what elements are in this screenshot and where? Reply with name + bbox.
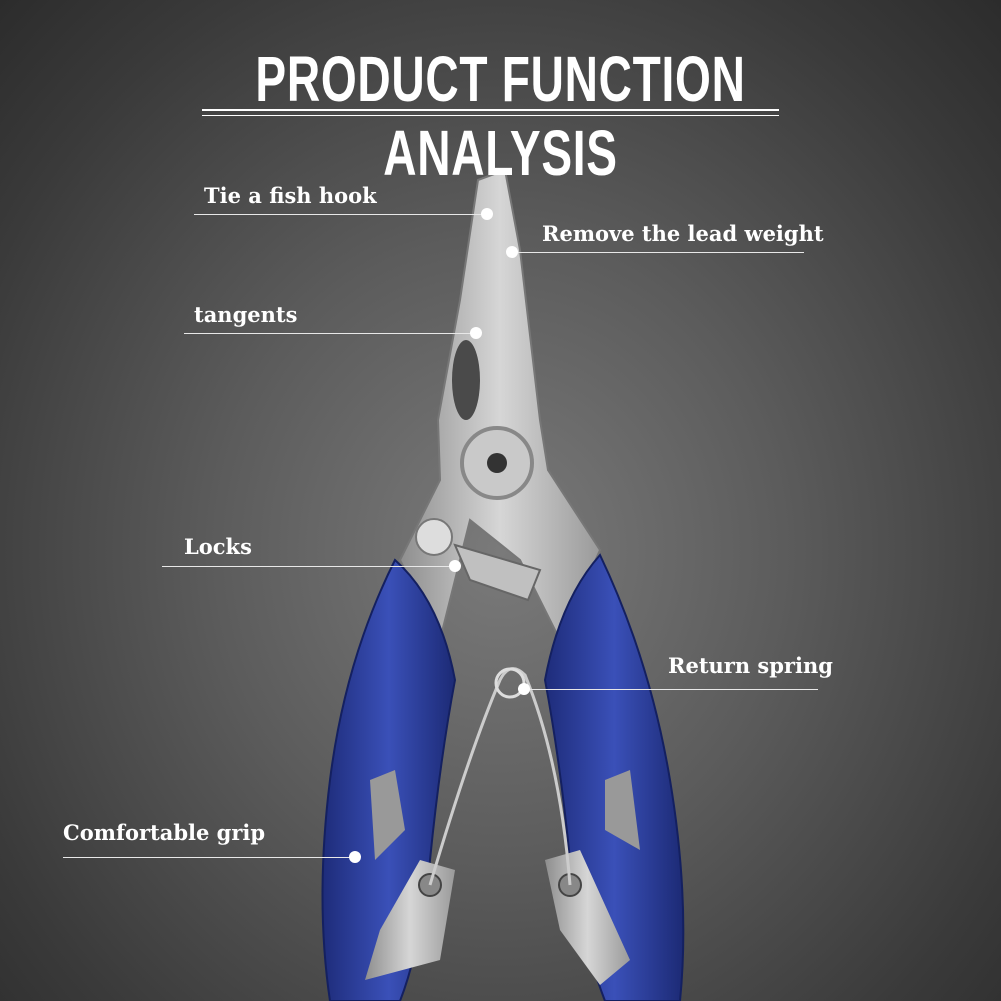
callout-dot (449, 560, 461, 572)
callout-line (524, 689, 818, 690)
callout-comfortable-grip: Comfortable grip (63, 820, 266, 845)
callout-tangents: tangents (194, 302, 298, 327)
title-underline-thin (202, 115, 779, 116)
callout-dot (481, 208, 493, 220)
callout-dot (470, 327, 482, 339)
callout-line (194, 214, 487, 215)
callout-dot (506, 246, 518, 258)
callout-return-spring: Return spring (668, 653, 833, 678)
callout-line (512, 252, 804, 253)
callout-locks: Locks (184, 534, 252, 559)
page-title: PRODUCT FUNCTION ANALYSIS (255, 43, 746, 189)
callout-line (162, 566, 455, 567)
callout-remove-lead-weight: Remove the lead weight (542, 221, 824, 246)
callout-dot (518, 683, 530, 695)
title-underline (202, 109, 779, 111)
callout-dot (349, 851, 361, 863)
callout-line (63, 857, 355, 858)
callout-tie-fish-hook: Tie a fish hook (204, 183, 377, 208)
callout-line (184, 333, 476, 334)
